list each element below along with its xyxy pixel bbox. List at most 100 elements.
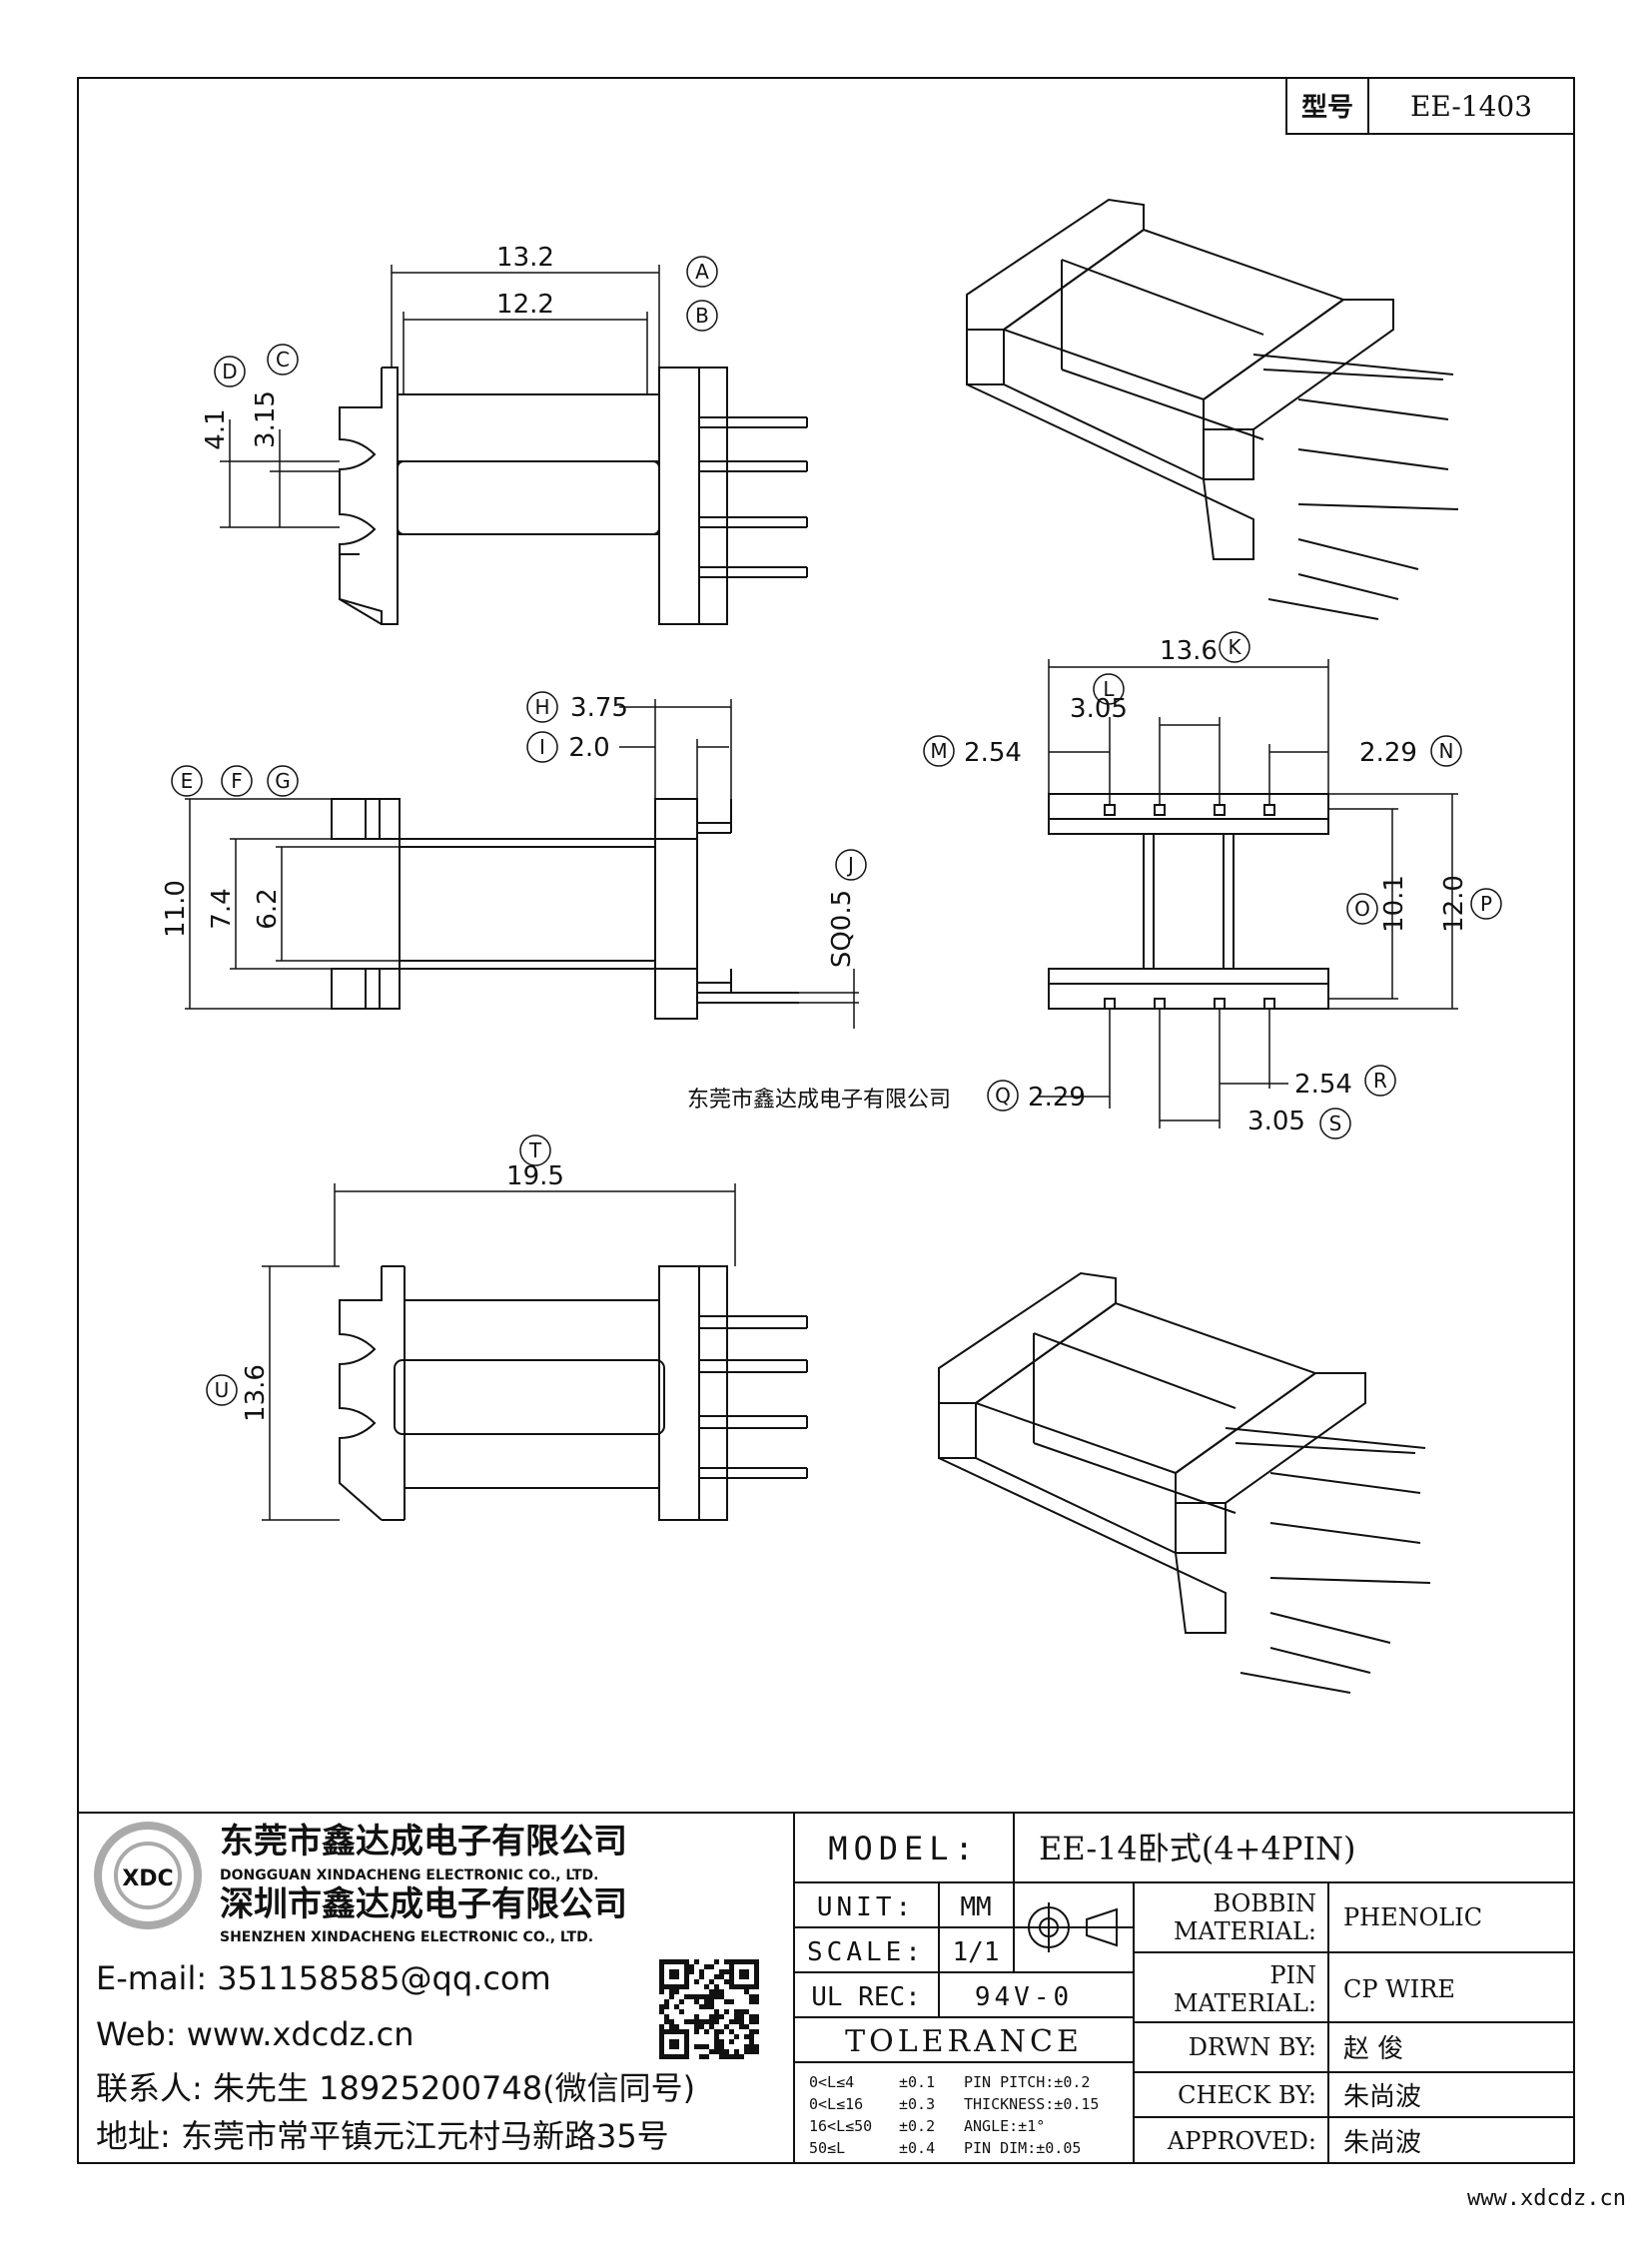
dim-p-value: 12.0 [1439,875,1469,933]
dimension-marker-circle [835,849,867,881]
dim-s-value: 3.05 [1247,1107,1305,1136]
dimension-marker-circle [1346,893,1378,925]
dimension-marker-circle [206,1374,238,1406]
drawn-label: DRWN BY: [1189,2033,1316,2061]
dim-d-value: 4.1 [201,408,231,449]
footer-url: www.xdcdz.cn [1467,2186,1626,2211]
tol-range-3: 50≤L [809,2139,845,2157]
dim-i-value: 2.0 [568,733,609,763]
dimension-marker-circle [1093,673,1125,705]
dimension-marker-circle [214,356,246,387]
dim-c-value: 3.15 [251,390,281,448]
scale-value: 1/1 [953,1937,1000,1967]
tol-item-2: ANGLE:±1° [964,2117,1045,2135]
dimension-marker-b: B [695,304,709,328]
dimension-marker-j: J [846,853,854,877]
company-name-cn-1: 东莞市鑫达成电子有限公司 [220,1822,627,1862]
company-contact: 联系人: 朱先生 18925200748(微信同号) [96,2069,695,2107]
dimension-marker-circle [267,765,299,797]
dim-j-value: SQ0.5 [827,890,857,968]
bobbin-value: PHENOLIC [1343,1903,1482,1931]
dimension-marker-circle [1470,888,1502,920]
tol-value-1: ±0.3 [899,2095,935,2113]
tolerance-table: 0<L≤4 ±0.1 PIN PITCH:±0.2 0<L≤16 ±0.3 TH… [809,2073,1099,2157]
dim-k-value: 13.6 [1160,636,1218,666]
dim-g-value: 6.2 [253,888,283,929]
company-name-en-1: DONGGUAN XINDACHENG ELECTRONIC CO., LTD. [220,1868,599,1883]
model-value: EE-14卧式(4+4PIN) [1039,1830,1356,1868]
tol-range-2: 16<L≤50 [809,2117,872,2135]
dimension-marker-l: L [1103,677,1115,701]
bobbin-label-2: MATERIAL: [1174,1917,1316,1945]
tol-item-3: PIN DIM:±0.05 [964,2139,1081,2157]
dim-q-value: 2.29 [1028,1083,1086,1113]
dimension-marker-g: G [275,769,291,793]
dim-l-value: 3.05 [1070,694,1128,724]
dim-m-value: 2.54 [964,738,1022,768]
dimension-marker-circle [686,256,718,288]
isometric-view-bottom [938,1271,1431,1694]
tol-item-1: THICKNESS:±0.15 [964,2095,1099,2113]
dim-r-value: 2.54 [1294,1070,1352,1100]
title-block-frame [78,1812,1574,2163]
type-value: EE-1403 [1410,90,1532,123]
dimension-marker-e: E [181,769,194,793]
dimension-marker-circle [519,1134,551,1166]
type-title-block: 型号 EE-1403 [1285,77,1575,135]
dimension-marker-p: P [1480,892,1492,916]
dimension-marker-d: D [222,360,237,383]
dimension-marker-t: T [528,1138,542,1162]
pin-value: CP WIRE [1343,1975,1455,2003]
unit-value: MM [960,1892,991,1922]
dim-b-value: 12.2 [496,290,554,320]
dimension-marker-u: U [215,1378,230,1402]
approved-value: 朱尚波 [1343,2128,1421,2158]
check-label: CHECK BY: [1178,2081,1316,2109]
logo-text: XDC [122,1867,173,1891]
unit-label: UNIT: [817,1892,915,1922]
company-address: 地址: 东莞市常平镇元江元村马新路35号 [96,2117,669,2155]
dimension-marker-n: N [1439,739,1454,763]
dimension-marker-circle [267,344,299,375]
tol-value-0: ±0.1 [899,2073,935,2091]
company-web: Web: www.xdcdz.cn [96,2015,413,2053]
tol-range-0: 0<L≤4 [809,2073,854,2091]
dimension-marker-circle [1319,1108,1351,1139]
dimension-marker-k: K [1228,635,1241,659]
scale-label: SCALE: [807,1937,925,1967]
dimension-marker-o: O [1354,897,1370,921]
dim-e-value: 11.0 [161,880,191,938]
ulrec-label: UL REC: [811,1982,921,2012]
tol-value-2: ±0.2 [899,2117,935,2135]
dim-h-value: 3.75 [570,693,628,723]
qr-code-icon [659,1959,759,2059]
isometric-view-top [966,198,1459,620]
company-logo: XDC [94,1822,202,1929]
dimension-marker-circle [526,731,558,763]
view-bottom-right [1039,659,1458,1128]
dimension-marker-s: S [1329,1112,1342,1135]
dimension-marker-c: C [276,348,290,372]
pin-label-1: PIN [1269,1961,1316,1989]
pin-label-2: MATERIAL: [1174,1989,1316,2017]
dimension-marker-circle [923,735,955,767]
dim-n-value: 2.29 [1359,738,1417,768]
tol-item-0: PIN PITCH:±0.2 [964,2073,1090,2091]
tol-value-3: ±0.4 [899,2139,935,2157]
bobbin-label-1: BOBBIN [1213,1889,1316,1917]
model-label: MODEL: [828,1830,980,1868]
projection-symbol-icon [1024,1902,1118,1952]
dimension-marker-r: R [1373,1069,1387,1093]
dim-u-value: 13.6 [241,1364,271,1422]
dimension-marker-circle [171,765,203,797]
dim-t-value: 19.5 [506,1161,564,1191]
dimension-marker-circle [526,691,558,723]
dim-f-value: 7.4 [207,888,237,929]
dimension-marker-circle [1219,631,1250,663]
dim-o-value: 10.1 [1379,875,1409,933]
dimension-marker-circle [221,765,253,797]
ulrec-value: 94V-0 [975,1982,1073,2012]
company-name-cn-2: 深圳市鑫达成电子有限公司 [220,1884,627,1924]
